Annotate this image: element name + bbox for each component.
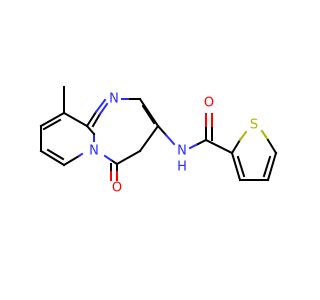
atom-o-ring: O	[112, 181, 122, 196]
bond-c3-namide-b	[164, 133, 176, 146]
bond-c6-nbridge-b	[77, 152, 84, 158]
bond-c4a-nbridge-b	[103, 154, 113, 162]
bond-c2-c3-double	[141, 104, 156, 125]
molecule-structure: N N N H O O S	[39, 86, 278, 196]
bond-c9a-n1-double-b	[98, 102, 109, 116]
bond-namide-camide-a	[188, 142, 200, 150]
bond-c9a-n1-double-a	[91, 112, 102, 128]
bond-thio-c2-s-b	[238, 130, 248, 142]
bond-c7-c6-double	[46, 148, 65, 161]
bond-thio-c2-s-a	[230, 138, 242, 155]
atom-n-amide: N	[177, 144, 187, 159]
bond-thio-c3-c2	[230, 151, 242, 182]
molecule-canvas: N N N H O O S	[39, 86, 278, 196]
bond-c3-c4	[138, 124, 160, 153]
atom-s-thiophene: S	[250, 118, 258, 133]
bond-c4-c4a	[115, 149, 142, 166]
atom-n-pyrimidine: N	[109, 92, 119, 107]
bond-c7-c6	[39, 149, 66, 167]
atom-n-bridge: N	[89, 144, 99, 159]
bond-c9a-n1-b	[94, 98, 107, 114]
bond-thio-c5-c4-double	[262, 155, 272, 178]
atom-o-amide: O	[204, 96, 214, 111]
bond-thio-c3-c2-double	[236, 155, 246, 178]
bond-thio-s-c5-b	[266, 138, 278, 155]
bond-c2-c3	[138, 97, 160, 128]
bond-thio-s-c5-a	[260, 129, 270, 142]
bond-c9-c8	[39, 111, 66, 128]
bond-camide-thiophene	[204, 138, 234, 155]
atom-h-amide: H	[177, 160, 187, 175]
bond-c3-namide-a	[156, 124, 168, 137]
bond-c6-nbridge-a	[62, 154, 81, 167]
bond-c9a-n1-a	[85, 110, 98, 128]
bond-nbridge-c9a-b	[85, 124, 96, 136]
bond-c9-c8-double	[42, 118, 62, 131]
bond-thio-c5-c4	[266, 151, 278, 182]
bond-namide-camide-b	[196, 138, 208, 146]
bond-c9a-c9	[62, 111, 89, 128]
